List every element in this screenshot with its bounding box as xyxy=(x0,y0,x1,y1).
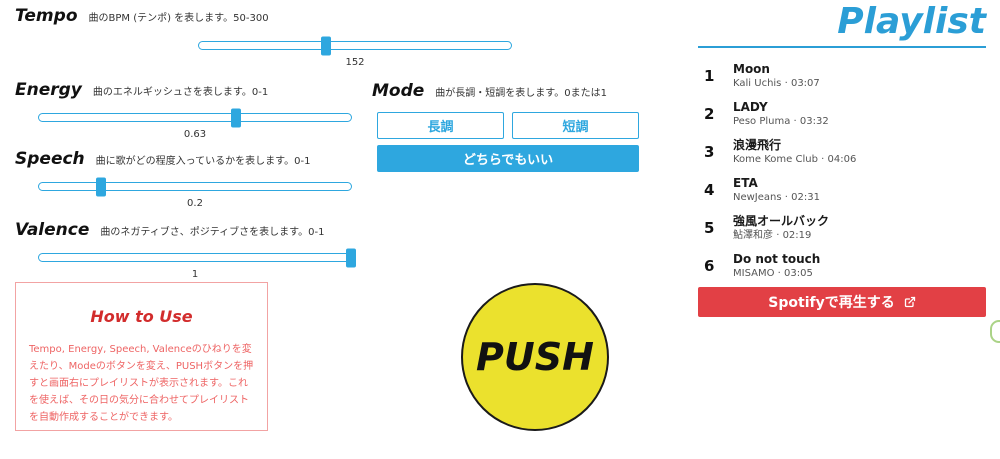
speech-header: Speech 曲に歌がどの程度入っているかを表します。0-1 xyxy=(15,149,311,169)
energy-title: Energy xyxy=(15,80,82,100)
track-title: 浪漫飛行 xyxy=(733,137,782,152)
track-number: 4 xyxy=(704,181,715,199)
push-button[interactable]: PUSH xyxy=(461,283,609,431)
mode-title: Mode xyxy=(372,81,425,101)
track-number: 5 xyxy=(704,219,715,237)
valence-description: 曲のネガティブさ、ポジティブさを表します。0-1 xyxy=(100,227,325,238)
edge-clipped-pill[interactable] xyxy=(990,320,1000,343)
track-title: ETA xyxy=(733,175,758,190)
tempo-header: Tempo 曲のBPM (テンポ) を表します。50-300 xyxy=(15,6,269,26)
playlist-title-underline xyxy=(698,46,986,48)
valence-slider-thumb[interactable] xyxy=(346,248,356,267)
play-on-spotify-label: Spotifyで再生する xyxy=(768,295,895,311)
speech-value: 0.2 xyxy=(187,198,203,209)
track-title: 強風オールバック xyxy=(733,213,830,228)
energy-slider-thumb[interactable] xyxy=(230,108,241,127)
track-number: 1 xyxy=(704,67,715,85)
tempo-title: Tempo xyxy=(15,6,78,26)
how-to-use-box: How to Use Tempo, Energy, Speech, Valenc… xyxy=(15,282,268,431)
energy-header: Energy 曲のエネルギッシュさを表します。0-1 xyxy=(15,80,268,100)
speech-slider[interactable] xyxy=(38,177,352,196)
energy-value: 0.63 xyxy=(183,129,207,140)
how-to-use-title: How to Use xyxy=(90,307,193,326)
valence-slider[interactable] xyxy=(38,248,356,267)
speech-description: 曲に歌がどの程度入っているかを表します。0-1 xyxy=(95,156,311,167)
track-meta: Kome Kome Club · 04:06 xyxy=(733,153,857,165)
track-row: 2 LADY Peso Pluma · 03:32 xyxy=(698,95,986,133)
mode-description: 曲が長調・短調を表します。0または1 xyxy=(435,88,608,99)
tempo-slider[interactable] xyxy=(198,36,512,55)
external-link-icon xyxy=(904,296,915,308)
track-title: Do not touch xyxy=(733,251,821,266)
track-row: 6 Do not touch MISAMO · 03:05 xyxy=(698,247,986,285)
playlist-panel: Playlist 1 Moon Kali Uchis · 03:07 2 LAD… xyxy=(698,0,986,459)
energy-slider[interactable] xyxy=(38,108,352,127)
track-number: 6 xyxy=(704,257,715,275)
track-meta: 鮎澤和彦 · 02:19 xyxy=(733,229,812,241)
track-meta: MISAMO · 03:05 xyxy=(733,267,813,279)
tempo-value: 152 xyxy=(345,57,365,68)
energy-description: 曲のエネルギッシュさを表します。0-1 xyxy=(92,87,269,98)
track-meta: Peso Pluma · 03:32 xyxy=(733,115,829,127)
track-title: Moon xyxy=(733,61,770,76)
mode-major-button[interactable]: 長調 xyxy=(377,112,504,139)
speech-title: Speech xyxy=(15,149,85,169)
valence-value: 1 xyxy=(191,269,199,280)
track-row: 3 浪漫飛行 Kome Kome Club · 04:06 xyxy=(698,133,986,171)
track-list: 1 Moon Kali Uchis · 03:07 2 LADY Peso Pl… xyxy=(698,57,986,285)
track-title: LADY xyxy=(733,99,768,114)
push-button-label: PUSH xyxy=(476,335,594,379)
track-meta: NewJeans · 02:31 xyxy=(733,191,820,203)
playlist-title: Playlist xyxy=(837,1,986,42)
track-number: 3 xyxy=(704,143,715,161)
speech-slider-thumb[interactable] xyxy=(96,177,107,196)
tempo-description: 曲のBPM (テンポ) を表します。50-300 xyxy=(88,13,269,24)
valence-header: Valence 曲のネガティブさ、ポジティブさを表します。0-1 xyxy=(15,220,325,240)
how-to-use-body: Tempo, Energy, Speech, Valenceのひねりを変えたり、… xyxy=(29,344,254,423)
tempo-slider-thumb[interactable] xyxy=(321,36,332,55)
mode-minor-button[interactable]: 短調 xyxy=(512,112,639,139)
track-row: 1 Moon Kali Uchis · 03:07 xyxy=(698,57,986,95)
track-row: 5 強風オールバック 鮎澤和彦 · 02:19 xyxy=(698,209,986,247)
track-meta: Kali Uchis · 03:07 xyxy=(733,77,820,89)
track-row: 4 ETA NewJeans · 02:31 xyxy=(698,171,986,209)
mode-header: Mode 曲が長調・短調を表します。0または1 xyxy=(372,81,607,101)
mode-either-button[interactable]: どちらでもいい xyxy=(377,145,639,172)
valence-title: Valence xyxy=(15,220,90,240)
play-on-spotify-button[interactable]: Spotifyで再生する xyxy=(698,287,986,317)
track-number: 2 xyxy=(704,105,715,123)
